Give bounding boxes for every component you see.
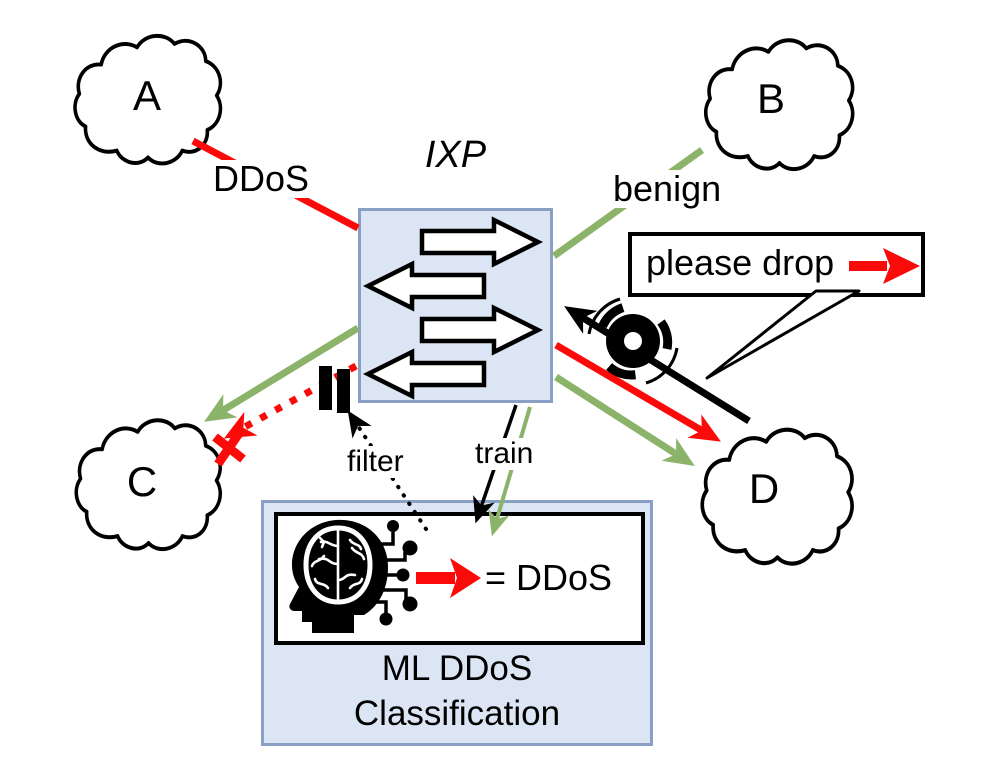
blackhole-announcement-arrow-d-ixp xyxy=(564,306,751,424)
blocked-ddos-arrow-ixp-c xyxy=(223,362,358,439)
ddos-link-a-ixp xyxy=(191,137,360,232)
ddos-red-arrow-icon xyxy=(416,558,481,598)
callout-tail xyxy=(705,289,861,380)
blocked-x-mark xyxy=(212,429,246,467)
benign-arrow-ixp-d xyxy=(554,374,695,466)
cloud-shapes xyxy=(73,33,853,564)
benign-link-b-ixp xyxy=(551,147,705,259)
cloud-d-shape xyxy=(702,430,852,564)
cloud-a-shape xyxy=(73,33,223,166)
cloud-c-shape xyxy=(76,420,220,549)
cloud-b-shape xyxy=(706,40,853,169)
ixp-switch-icon xyxy=(362,216,544,400)
brain-ai-icon xyxy=(289,519,418,633)
callout-red-arrow-icon xyxy=(849,248,920,284)
train-arrow-green xyxy=(488,406,532,537)
filter-bars-icon xyxy=(319,366,350,413)
ddos-arrow-ixp-d xyxy=(554,341,721,442)
filter-dotted-arrow xyxy=(347,410,428,531)
benign-arrow-ixp-c xyxy=(204,325,360,422)
train-arrow-black xyxy=(473,404,518,524)
blackhole-icon xyxy=(587,297,679,385)
